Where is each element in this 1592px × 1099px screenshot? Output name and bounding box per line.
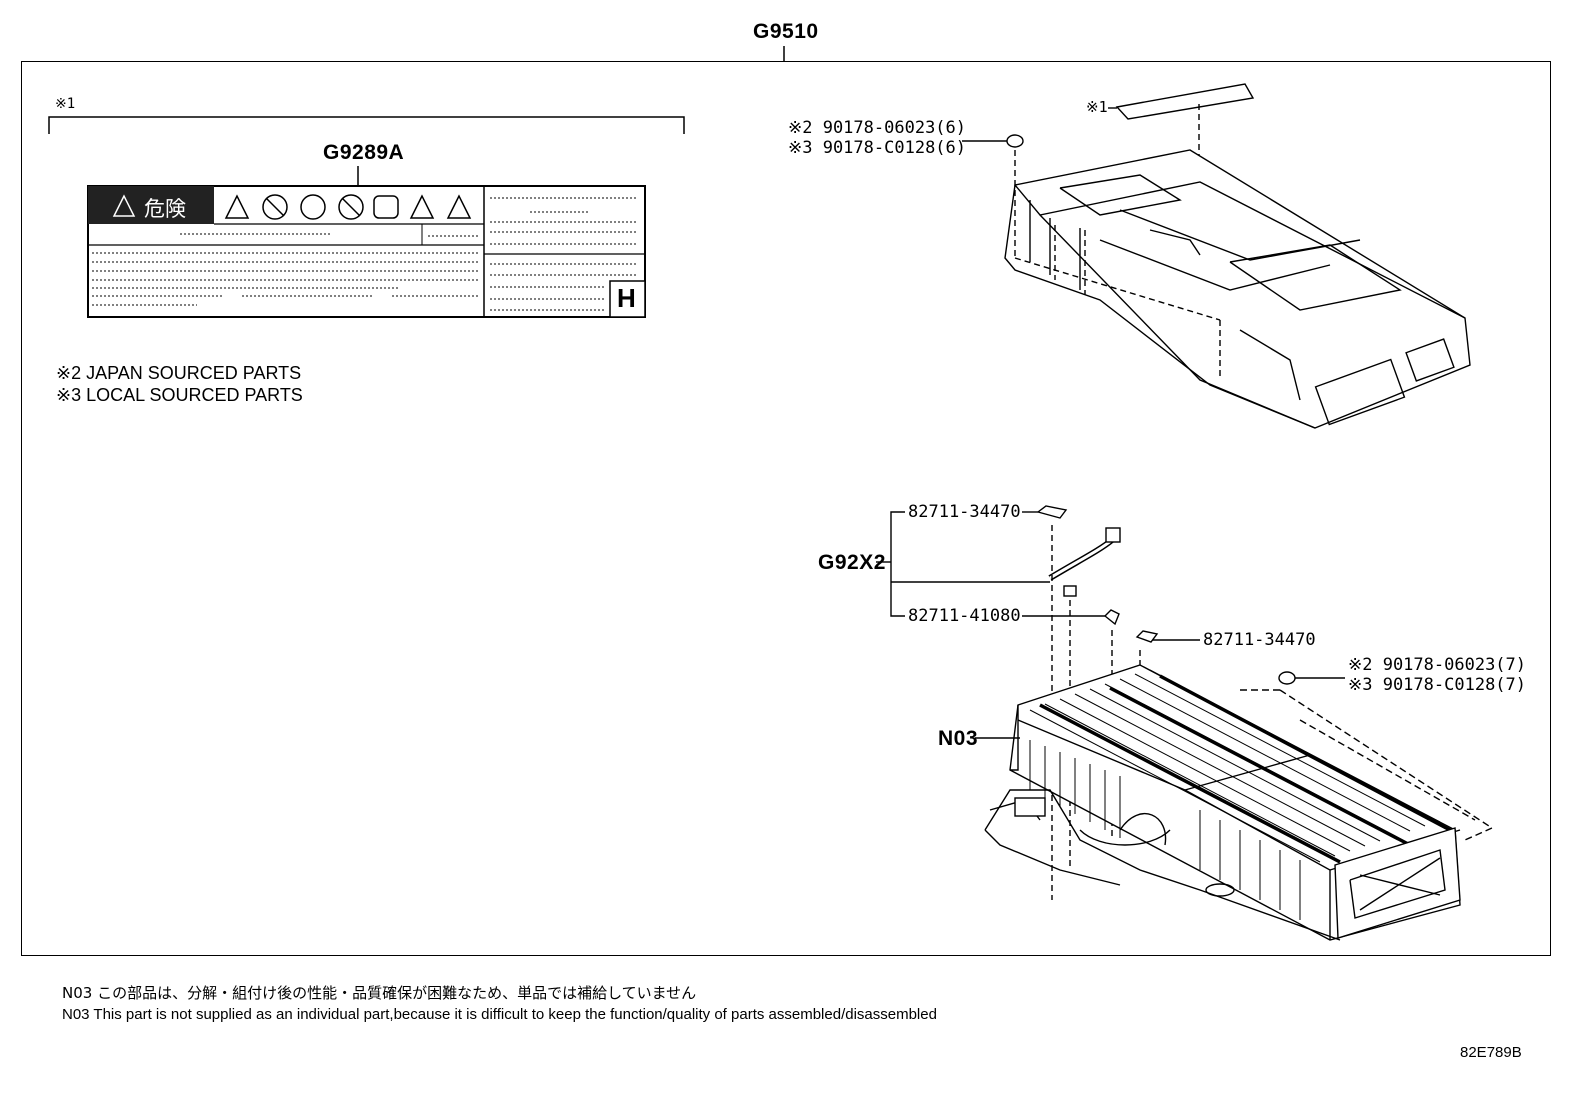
wire-group-bracket — [876, 511, 1200, 641]
callout-part-82711-34470-b: 82711-34470 — [1203, 630, 1316, 650]
callout-nut-japan-bottom: ※2 90178-06023(7) — [1348, 655, 1527, 675]
warning-label — [87, 185, 646, 318]
assembly-code: N03 — [938, 727, 979, 750]
wire-group-code: G92X2 — [818, 551, 886, 574]
callout-nut-local-bottom: ※3 90178-C0128(7) — [1348, 675, 1527, 695]
footnote-japanese: N03 この部品は、分解・組付け後の性能・品質確保が困難なため、単品では補給して… — [62, 984, 697, 1002]
reference-code: 82E789B — [1460, 1044, 1522, 1061]
callout-nut-japan-top: ※2 90178-06023(6) — [788, 118, 967, 138]
main-part-code: G9510 — [753, 20, 819, 43]
callout-nut-local-top: ※3 90178-C0128(6) — [788, 138, 967, 158]
legend-local-sourced: ※3 LOCAL SOURCED PARTS — [56, 385, 303, 405]
callout-part-82711-41080: 82711-41080 — [908, 606, 1021, 626]
sticker-marker: ※1 — [1086, 98, 1108, 116]
label-part-code: G9289A — [323, 141, 405, 164]
label-danger-text: 危険 — [144, 197, 186, 221]
battery-cover-drawing — [962, 83, 1471, 429]
label-h-mark: H — [617, 283, 636, 313]
diagram-frame — [21, 61, 1551, 956]
footnote-english: N03 This part is not supplied as an indi… — [62, 1006, 937, 1023]
callout-part-82711-34470-a: 82711-34470 — [908, 502, 1021, 522]
label-group-marker: ※1 — [55, 96, 76, 112]
legend-japan-sourced: ※2 JAPAN SOURCED PARTS — [56, 363, 302, 383]
battery-stack-drawing — [984, 664, 1494, 941]
